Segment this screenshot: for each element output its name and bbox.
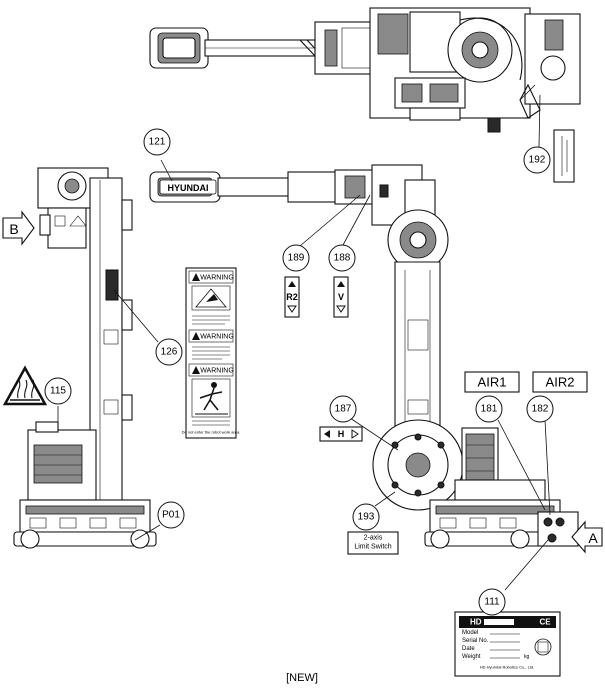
- svg-text:187: 187: [335, 404, 352, 415]
- nameplate-maker: HD Hyundai Robotics Co., Ltd.: [480, 665, 534, 670]
- air1-text: AIR1: [478, 375, 507, 390]
- air1-label: AIR1: [464, 371, 520, 393]
- svg-text:192: 192: [529, 155, 546, 166]
- callout-121: 121: [143, 128, 171, 156]
- warning-header-3: WARNING: [200, 368, 234, 375]
- svg-text:182: 182: [532, 404, 549, 415]
- small-rotated-label: [553, 129, 575, 183]
- callout-126: 126: [155, 338, 183, 366]
- nameplate: HD CE Model Serial No. Date Weight kg HD…: [454, 611, 561, 677]
- view-a-label: A: [588, 530, 598, 546]
- callout-187: 187: [329, 395, 357, 423]
- axis-r2-label: R2: [284, 276, 300, 318]
- warning-header-2: WARNING: [200, 334, 234, 341]
- nameplate-weight-unit: kg: [524, 654, 530, 660]
- leader-lines: [57, 94, 551, 591]
- callout-111: 111: [478, 588, 506, 616]
- callout-188: 188: [328, 244, 356, 272]
- hot-surface-warning-icon: [2, 365, 48, 406]
- svg-text:188: 188: [334, 253, 351, 264]
- axis-r2-text: R2: [286, 292, 298, 302]
- svg-text:193: 193: [358, 512, 375, 523]
- svg-text:111: 111: [484, 597, 500, 608]
- nameplate-row-weight: Weight: [462, 654, 481, 660]
- nameplate-logo: HD: [470, 618, 482, 627]
- callout-p01: P01: [157, 501, 185, 529]
- limit-switch-line2: Limit Switch: [354, 544, 391, 551]
- limit-switch-label: 2-axis Limit Switch: [347, 531, 399, 555]
- callout-182: 182: [526, 395, 554, 423]
- axis-h-label: H: [319, 426, 363, 442]
- callout-181: 181: [475, 395, 503, 423]
- nameplate-row-serial: Serial No.: [462, 638, 489, 644]
- footer-new-label: [NEW]: [286, 672, 318, 684]
- svg-text:181: 181: [481, 404, 498, 415]
- axis-v-label: V: [333, 276, 349, 318]
- axis-h-text: H: [338, 429, 345, 439]
- arm-brand-plate: HYUNDAI: [159, 179, 217, 195]
- svg-text:P01: P01: [162, 510, 180, 521]
- view-a-arrow: A: [571, 520, 603, 554]
- side-view-robot: [13, 167, 157, 549]
- svg-text:189: 189: [288, 253, 305, 264]
- view-b-arrow: B: [2, 210, 35, 246]
- callout-115: 115: [44, 377, 72, 405]
- arm-brand-text: HYUNDAI: [167, 183, 208, 193]
- warning-header-1: WARNING: [200, 275, 234, 282]
- front-view-robot: [149, 164, 579, 549]
- nameplate-row-date: Date: [462, 646, 475, 652]
- view-b-label: B: [9, 221, 18, 237]
- warning-footer-text: Do not enter the robot work area.: [182, 430, 241, 435]
- top-view-robot: [149, 7, 581, 133]
- callout-193: 193: [352, 503, 380, 531]
- limit-switch-line1: 2-axis: [364, 535, 383, 542]
- nameplate-ce: CE: [539, 618, 551, 627]
- callout-192: 192: [523, 146, 551, 174]
- nameplate-row-model: Model: [462, 630, 478, 636]
- warning-label-card: WARNING WARNING WARNING Do not enter the…: [182, 267, 241, 439]
- air2-label: AIR2: [532, 371, 588, 393]
- axis-v-text: V: [338, 292, 344, 302]
- svg-text:121: 121: [149, 137, 166, 148]
- air2-text: AIR2: [546, 375, 575, 390]
- callout-189: 189: [282, 244, 310, 272]
- svg-text:115: 115: [50, 386, 66, 397]
- svg-text:126: 126: [161, 347, 178, 358]
